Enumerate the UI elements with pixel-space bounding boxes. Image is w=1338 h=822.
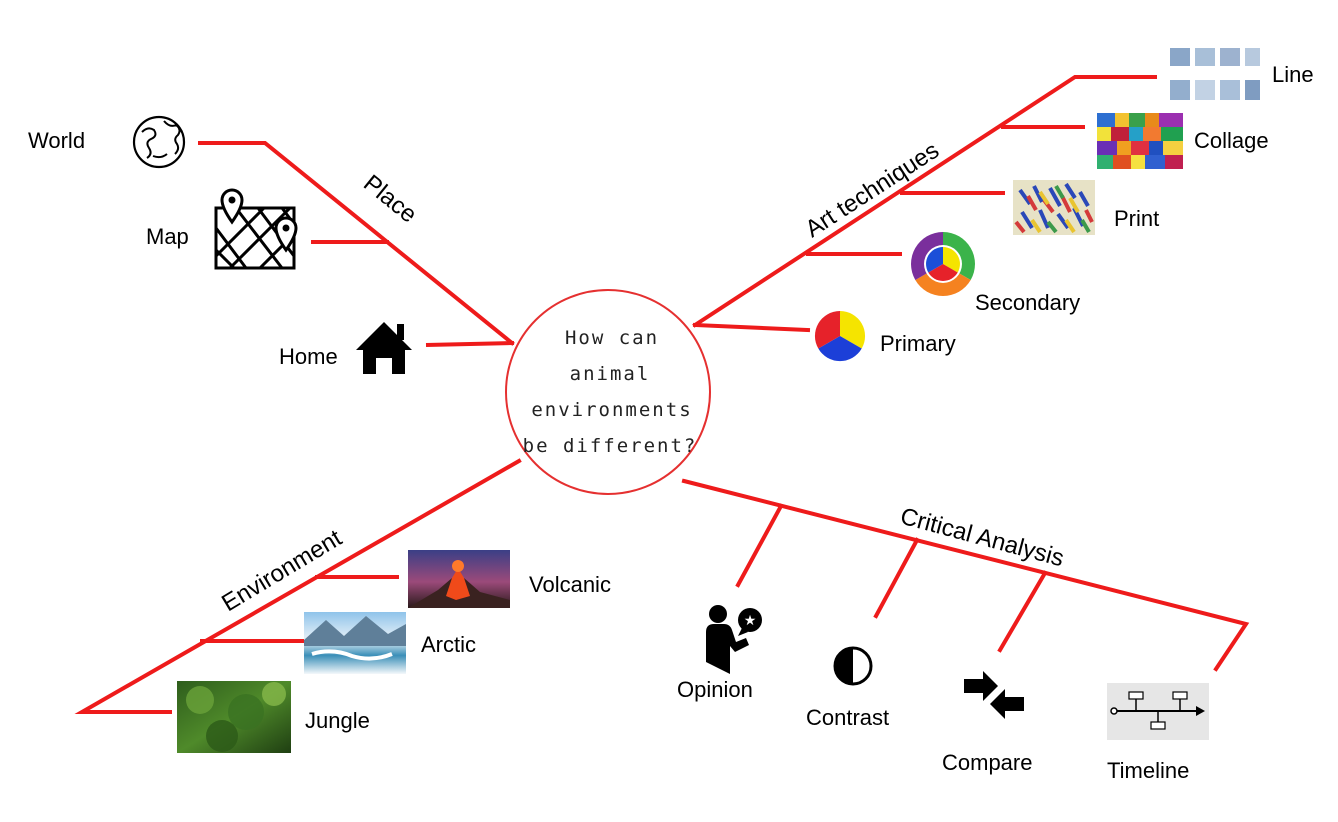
arctic-image <box>304 612 406 674</box>
label-print: Print <box>1114 206 1159 231</box>
jungle-image <box>177 681 291 753</box>
label-primary: Primary <box>880 331 956 356</box>
timeline-icon <box>1107 683 1209 740</box>
place-home-line <box>425 340 515 348</box>
volcano-image <box>408 550 510 608</box>
map-pins-icon <box>214 188 298 270</box>
line-swatches-image <box>1170 48 1260 100</box>
branch-environment: Environment Volcanic Arctic Jungle <box>74 458 611 753</box>
label-map: Map <box>146 224 189 249</box>
globe-icon <box>132 115 186 169</box>
central-question-line-2: animal <box>570 363 651 385</box>
label-contrast: Contrast <box>806 705 889 730</box>
central-question-line-4: be different? <box>523 435 698 457</box>
compare-arrows-icon <box>964 671 1024 719</box>
critical-contrast-line <box>873 537 920 619</box>
label-opinion: Opinion <box>677 677 753 702</box>
art-main-line <box>692 75 1157 328</box>
branch-title-art: Art techniques <box>801 137 944 243</box>
central-question-line-3: environments <box>531 399 692 421</box>
central-question: How can animal environments be different… <box>505 289 711 495</box>
central-circle <box>505 289 711 495</box>
label-collage: Collage <box>1194 128 1269 153</box>
label-volcanic: Volcanic <box>529 572 611 597</box>
house-icon <box>356 322 412 374</box>
label-secondary: Secondary <box>975 290 1080 315</box>
collage-image <box>1097 113 1183 169</box>
label-compare: Compare <box>942 750 1032 775</box>
branch-place: Place World Map Home <box>28 115 515 374</box>
branch-critical-analysis: Critical Analysis ★ Opinion Contrast Com… <box>677 478 1250 783</box>
secondary-color-wheel-icon <box>911 232 975 296</box>
svg-text:★: ★ <box>744 613 757 629</box>
label-timeline: Timeline <box>1107 758 1189 783</box>
branch-art-techniques: Art techniques Line Collage Print <box>692 48 1314 362</box>
label-home: Home <box>279 344 338 369</box>
label-arctic: Arctic <box>421 632 476 657</box>
critical-compare-line <box>997 570 1048 653</box>
environment-main-line <box>74 458 522 714</box>
opinion-icon: ★ <box>706 605 762 674</box>
label-jungle: Jungle <box>305 708 370 733</box>
central-question-line-1: How can <box>565 327 659 349</box>
contrast-icon <box>833 646 873 686</box>
art-primary-line <box>692 322 811 333</box>
label-world: World <box>28 128 85 153</box>
print-image <box>1013 180 1095 235</box>
critical-main-line <box>681 478 1250 672</box>
primary-color-wheel-icon <box>814 310 866 362</box>
critical-opinion-line <box>735 503 784 588</box>
label-line: Line <box>1272 62 1314 87</box>
branch-title-critical: Critical Analysis <box>897 503 1066 573</box>
place-main-line <box>198 141 515 346</box>
branch-title-place: Place <box>358 170 422 229</box>
